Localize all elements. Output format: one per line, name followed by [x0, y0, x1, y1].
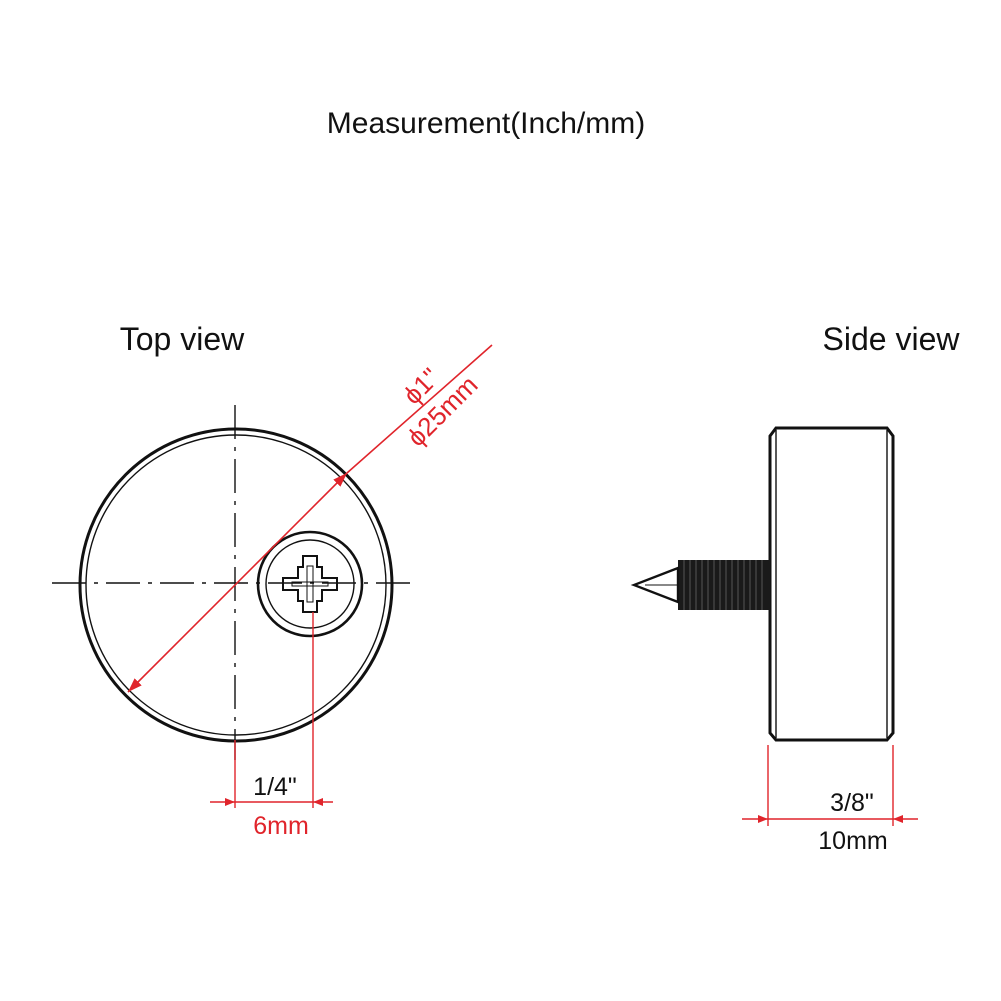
- disc-body: [768, 426, 895, 742]
- thickness-dimension: 3/8" 10mm: [742, 745, 918, 855]
- thickness-mm-label: 10mm: [818, 827, 887, 855]
- side-view: Side view: [630, 321, 961, 855]
- phillips-cross-icon: [282, 555, 338, 613]
- top-view-label: Top view: [120, 321, 245, 357]
- side-view-label: Side view: [823, 321, 961, 357]
- page-title: Measurement(Inch/mm): [327, 107, 645, 140]
- outer-disc: [78, 427, 394, 743]
- screw-head: [256, 530, 364, 638]
- outer-disc-inner-edge: [85, 434, 387, 736]
- offset-mm-label: 6mm: [253, 812, 309, 840]
- offset-inch-label: 1/4": [253, 773, 297, 801]
- thickness-inch-label: 3/8": [830, 789, 874, 817]
- threaded-screw: [630, 560, 770, 610]
- diameter-dimension: ϕ1" ϕ25mm: [127, 344, 493, 693]
- top-view: Top view ϕ1" ϕ25mm: [52, 321, 493, 840]
- offset-dimension: 1/4" 6mm: [210, 612, 333, 840]
